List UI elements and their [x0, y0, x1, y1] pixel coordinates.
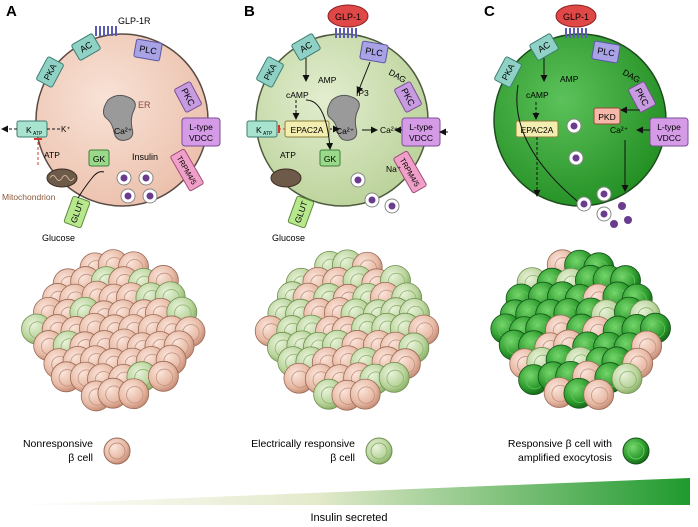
ip3-label: IP3 — [356, 88, 369, 98]
islet-cell-nucleus — [591, 386, 609, 405]
islet-cell — [583, 379, 615, 410]
islet-cell-nucleus — [155, 368, 174, 386]
plc-label: PLC — [597, 46, 616, 59]
islets-layer — [21, 249, 671, 412]
amp-label: AMP — [318, 75, 337, 85]
glp1r-receptor-icon — [335, 28, 357, 38]
panel-b: B GLP-1 PKA AC PLC PKC AMP cAMP IP3 DAG … — [244, 3, 448, 243]
panel-a-letter: A — [6, 3, 17, 20]
legend-nonresponsive-line1: Nonresponsive — [23, 438, 93, 450]
glp1r-receptor-icon — [565, 28, 587, 38]
plc-label: PLC — [365, 46, 384, 59]
epac-label: EPAC2A — [521, 125, 554, 135]
mitochondrion-icon — [270, 168, 302, 188]
camp-label: cAMP — [526, 90, 549, 100]
er-label: ER — [138, 100, 151, 110]
epac-label: EPAC2A — [291, 125, 324, 135]
panel-a: A GLP-1R PKA AC PLC PKC L-type VDCC TRPM… — [1, 3, 221, 243]
islet-cell-nucleus — [126, 386, 144, 404]
vdcc-label-2: VDCC — [657, 133, 681, 143]
legend-electrical-line2: β cell — [330, 452, 355, 464]
legend-amplified-line1: Responsive β cell with — [508, 438, 612, 450]
pathway-arrows — [292, 58, 378, 150]
islet-2 — [254, 249, 440, 411]
mitochondrion-label: Mitochondrion — [2, 192, 56, 202]
ca-label: Ca²⁺ — [114, 126, 133, 136]
er-organelle — [326, 94, 360, 141]
gk-label: GK — [324, 154, 337, 164]
amp-label: AMP — [560, 74, 579, 84]
legend: Nonresponsive β cell Electrically respon… — [23, 437, 650, 465]
ca-label: Ca²⁺ — [610, 125, 629, 135]
atp-label: ATP — [280, 150, 296, 160]
ca-label: Ca²⁺ — [380, 125, 399, 135]
vdcc-label-1: L-type — [409, 122, 433, 132]
kplus-label: K⁺ — [61, 125, 71, 134]
katp-sub: ATP — [263, 131, 273, 137]
plc-label: PLC — [139, 44, 158, 57]
islet-cell — [148, 360, 179, 392]
katp-channel — [246, 120, 278, 138]
glp1-label: GLP-1 — [563, 12, 589, 22]
glp1r-receptor-icon — [95, 26, 117, 36]
vdcc-label-1: L-type — [657, 122, 681, 132]
islet-cell — [611, 363, 643, 394]
insulin-granules — [350, 172, 400, 214]
islet-3 — [490, 249, 671, 410]
legend-amplified-line2: amplified exocytosis — [518, 452, 612, 464]
glucose-label: Glucose — [272, 233, 305, 243]
glp1-ligand — [327, 4, 369, 28]
legend-amplified-swatch — [622, 437, 650, 465]
receptor-label: GLP-1R — [118, 16, 151, 26]
legend-electrical-line1: Electrically responsive — [251, 438, 355, 450]
legend-nonresponsive-line2: β cell — [68, 452, 93, 464]
panel-c: C GLP-1 PKA AC PLC PKC AMP cAMP DAG EPAC… — [484, 3, 689, 228]
insulin-label: Insulin — [132, 152, 158, 162]
pathway-arrows — [516, 58, 650, 207]
legend-electrical-swatch — [365, 437, 393, 465]
vdcc-label-1: L-type — [189, 122, 213, 132]
ca-internal-label: Ca²⁺ — [336, 126, 355, 136]
islet-cell-nucleus — [386, 369, 404, 388]
glp1-label: GLP-1 — [335, 12, 361, 22]
islet-cell-nucleus — [357, 386, 375, 404]
glucose-label: Glucose — [42, 233, 75, 243]
camp-label: cAMP — [286, 90, 309, 100]
glp1-ligand — [555, 4, 597, 28]
insulin-granules — [566, 118, 632, 228]
gk-enzyme — [319, 149, 341, 167]
insulin-secreted-label: Insulin secreted — [310, 512, 387, 524]
islet-cell — [378, 361, 410, 393]
gk-label: GK — [93, 154, 106, 164]
katp-channel — [16, 120, 48, 138]
gk-enzyme — [88, 149, 110, 167]
er-organelle — [102, 94, 136, 141]
islet-cell-nucleus — [619, 370, 637, 389]
vdcc-label-2: VDCC — [189, 133, 213, 143]
katp-label: K — [256, 125, 262, 135]
pkd-box — [593, 107, 621, 125]
vdcc-label-2: VDCC — [409, 133, 433, 143]
katp-label: K — [26, 125, 32, 135]
insulin-granules — [116, 170, 158, 204]
vdcc-channel — [181, 117, 221, 147]
legend-nonresponsive-swatch — [103, 437, 131, 465]
na-label: Na⁺ — [386, 164, 402, 174]
katp-sub: ATP — [33, 131, 43, 137]
islet-cell — [349, 378, 381, 410]
islet-cell — [118, 378, 150, 410]
panel-b-letter: B — [244, 3, 255, 20]
islet-1 — [21, 249, 206, 412]
panel-c-letter: C — [484, 3, 495, 20]
atp-label: ATP — [44, 150, 60, 160]
vdcc-channel — [649, 117, 689, 147]
pkd-label: PKD — [598, 112, 615, 122]
insulin-gradient-wedge — [10, 478, 690, 505]
